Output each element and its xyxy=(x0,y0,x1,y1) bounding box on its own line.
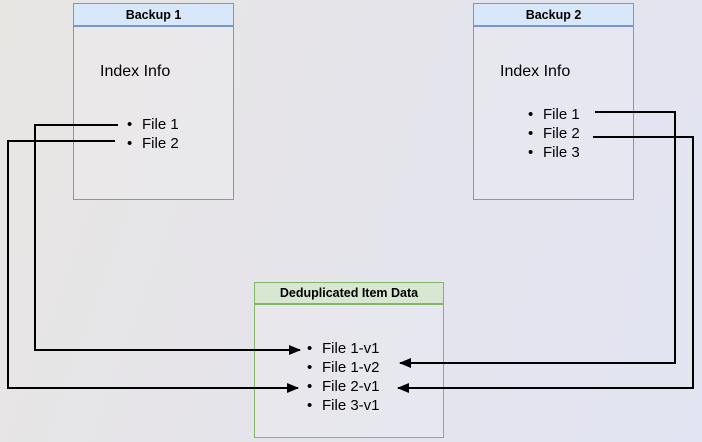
backup2-title: Backup 2 xyxy=(525,7,582,22)
backup1-body xyxy=(73,26,234,200)
backup1-file-list: File 1 File 2 xyxy=(127,115,179,153)
dedup-item: File 1-v1 xyxy=(307,339,380,358)
backup2-file-item: File 2 xyxy=(528,124,580,143)
backup2-file-item: File 3 xyxy=(528,143,580,162)
backup2-file-item: File 1 xyxy=(528,105,580,124)
dedup-title-bar: Deduplicated Item Data xyxy=(254,282,444,304)
backup1-index-info-label: Index Info xyxy=(100,63,171,80)
backup1-file-item: File 1 xyxy=(127,115,179,134)
dedup-item-list: File 1-v1 File 1-v2 File 2-v1 File 3-v1 xyxy=(307,339,380,415)
dedup-item: File 3-v1 xyxy=(307,396,380,415)
backup2-index-info-label: Index Info xyxy=(500,63,571,80)
backup1-file-item: File 2 xyxy=(127,134,179,153)
dedup-title: Deduplicated Item Data xyxy=(279,286,419,300)
dedup-item: File 2-v1 xyxy=(307,377,380,396)
backup2-title-bar: Backup 2 xyxy=(473,3,634,26)
backup1-title-bar: Backup 1 xyxy=(73,3,234,26)
backup2-file-list: File 1 File 2 File 3 xyxy=(528,105,580,162)
dedup-item: File 1-v2 xyxy=(307,358,380,377)
backup1-title: Backup 1 xyxy=(125,7,182,22)
